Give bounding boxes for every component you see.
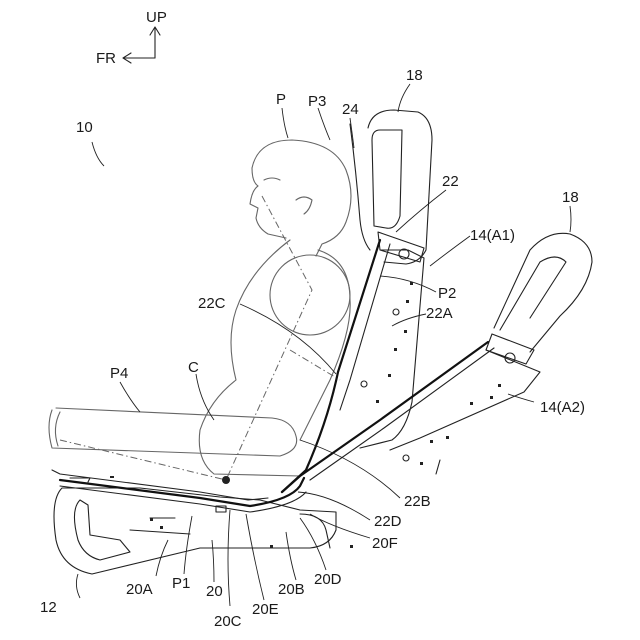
label-20e: 20E — [252, 601, 279, 618]
label-22: 22 — [442, 173, 459, 190]
label-22b: 22B — [404, 493, 431, 510]
label-22c: 22C — [198, 295, 226, 312]
label-p1: P1 — [172, 575, 190, 592]
reference-labels: 10 P P3 24 18 22 18 14(A1) P2 22C 22A P4… — [40, 67, 585, 630]
label-p4: P4 — [110, 365, 128, 382]
leader-lines — [76, 84, 571, 606]
occupant-figure — [49, 140, 351, 484]
direction-indicator: UP FR — [96, 9, 167, 67]
label-p2: P2 — [438, 285, 456, 302]
label-10: 10 — [76, 119, 93, 136]
direction-up-label: UP — [146, 9, 167, 26]
label-14-a2: 14(A2) — [540, 399, 585, 416]
direction-front-label: FR — [96, 50, 116, 67]
label-20d: 20D — [314, 571, 342, 588]
label-22a: 22A — [426, 305, 453, 322]
label-20: 20 — [206, 583, 223, 600]
label-18-upright: 18 — [406, 67, 423, 84]
label-24: 24 — [342, 101, 359, 118]
label-14-a1: 14(A1) — [470, 227, 515, 244]
label-20c: 20C — [214, 613, 242, 630]
label-p3: P3 — [308, 93, 326, 110]
label-p: P — [276, 91, 286, 108]
seatback-reclined — [282, 233, 592, 492]
label-12: 12 — [40, 599, 57, 616]
label-22d: 22D — [374, 513, 402, 530]
seat-cushion-pad — [52, 470, 306, 512]
seatback-upright — [282, 110, 432, 492]
label-c: C — [188, 359, 199, 376]
label-20b: 20B — [278, 581, 305, 598]
label-18-reclined: 18 — [562, 189, 579, 206]
label-20f: 20F — [372, 535, 398, 552]
label-20a: 20A — [126, 581, 153, 598]
